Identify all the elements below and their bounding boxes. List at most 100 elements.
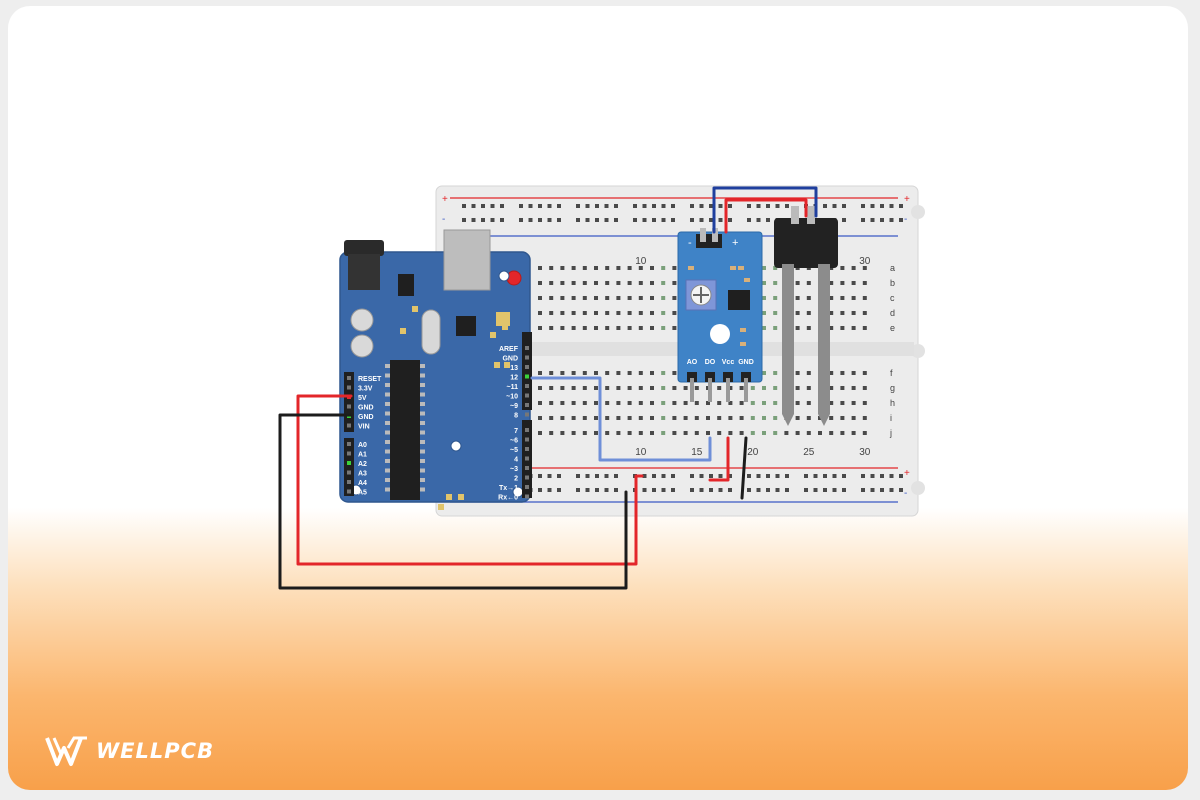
rail-hole [889, 488, 894, 492]
atmega-chip [390, 360, 420, 500]
rail-hole [595, 218, 599, 222]
chip-leg [385, 449, 390, 454]
terminal-hole [818, 431, 822, 435]
terminal-hole [672, 416, 677, 420]
terminal-hole [773, 401, 778, 405]
terminal-hole [661, 281, 666, 285]
terminal-hole [661, 371, 666, 375]
terminal-hole [694, 431, 699, 435]
digital-pin [525, 485, 529, 489]
chip-leg [420, 487, 425, 492]
comparator-chip [728, 290, 750, 310]
terminal-hole [672, 281, 677, 285]
analog-pin-label: A2 [358, 461, 367, 468]
terminal-hole [862, 311, 867, 315]
terminal-hole [650, 416, 654, 420]
chip-leg [420, 430, 425, 435]
terminal-hole [762, 326, 766, 330]
rail-hole [775, 474, 780, 478]
terminal-hole [538, 311, 542, 315]
terminal-hole [571, 266, 576, 270]
terminal-hole [582, 401, 587, 405]
terminal-hole [683, 431, 688, 435]
terminal-hole [571, 401, 576, 405]
terminal-hole [706, 401, 710, 405]
rail-hole [547, 204, 552, 208]
digital-pin-label: 2 [514, 476, 518, 483]
terminal-hole [672, 326, 677, 330]
terminal-hole [795, 416, 800, 420]
terminal-hole [795, 401, 800, 405]
terminal-hole [605, 266, 610, 270]
rail-hole [576, 218, 580, 222]
terminal-hole [661, 401, 666, 405]
digital-pin [525, 346, 529, 350]
terminal-hole [560, 326, 565, 330]
rail-hole [899, 474, 903, 478]
terminal-hole [773, 326, 778, 330]
terminal-hole [582, 281, 587, 285]
probe-tip [818, 414, 830, 426]
rail-hole [699, 474, 704, 478]
rail-hole [481, 204, 485, 208]
terminal-hole [661, 266, 666, 270]
ground-wire [278, 413, 628, 590]
sensor-output-pin [690, 378, 694, 402]
rail-hole [576, 204, 580, 208]
rail-sign: - [904, 488, 907, 499]
terminal-hole [582, 266, 587, 270]
rail-hole [471, 218, 476, 222]
rail-hole [633, 204, 637, 208]
digital-pin-label: ~11 [507, 384, 519, 391]
terminal-hole [560, 386, 565, 390]
terminal-hole [829, 416, 834, 420]
rail-hole [899, 218, 903, 222]
terminal-hole [560, 371, 565, 375]
rail-hole [823, 474, 827, 478]
terminal-hole [806, 416, 811, 420]
chip-leg [385, 478, 390, 482]
chip-leg [420, 440, 425, 444]
chip-leg [420, 421, 425, 425]
terminal-hole [582, 431, 587, 435]
terminal-hole [616, 386, 621, 390]
terminal-hole [829, 431, 834, 435]
power-pin [347, 385, 351, 390]
smd-component [738, 266, 744, 270]
rail-hole [661, 488, 666, 492]
smd-component [490, 332, 496, 338]
chip-leg [385, 392, 390, 397]
row-letter: j [889, 428, 892, 438]
rail-hole [785, 488, 789, 492]
terminal-hole [773, 296, 778, 300]
terminal-hole [560, 401, 565, 405]
terminal-hole [762, 311, 766, 315]
terminal-hole [773, 281, 778, 285]
chip-leg [385, 373, 390, 378]
terminal-hole [594, 311, 598, 315]
rail-hole [756, 474, 761, 478]
rail-hole [766, 204, 770, 208]
terminal-hole [672, 371, 677, 375]
terminal-hole [594, 431, 598, 435]
terminal-hole [762, 401, 766, 405]
rail-hole [709, 488, 713, 492]
probe-wire-red [724, 198, 808, 234]
rail-hole [557, 474, 561, 478]
rail-hole [642, 218, 647, 222]
rail-hole [709, 474, 713, 478]
rail-hole [547, 218, 552, 222]
terminal-hole [571, 416, 576, 420]
rail-hole [718, 488, 723, 492]
chip-leg [420, 373, 425, 378]
terminal-hole [549, 266, 554, 270]
rail-hole [870, 474, 875, 478]
terminal-hole [616, 401, 621, 405]
rail-hole [500, 204, 504, 208]
terminal-hole [582, 296, 587, 300]
chip-leg [385, 411, 390, 416]
terminal-hole [638, 296, 643, 300]
smd-component [504, 362, 510, 368]
terminal-hole [571, 386, 576, 390]
terminal-hole [661, 296, 666, 300]
